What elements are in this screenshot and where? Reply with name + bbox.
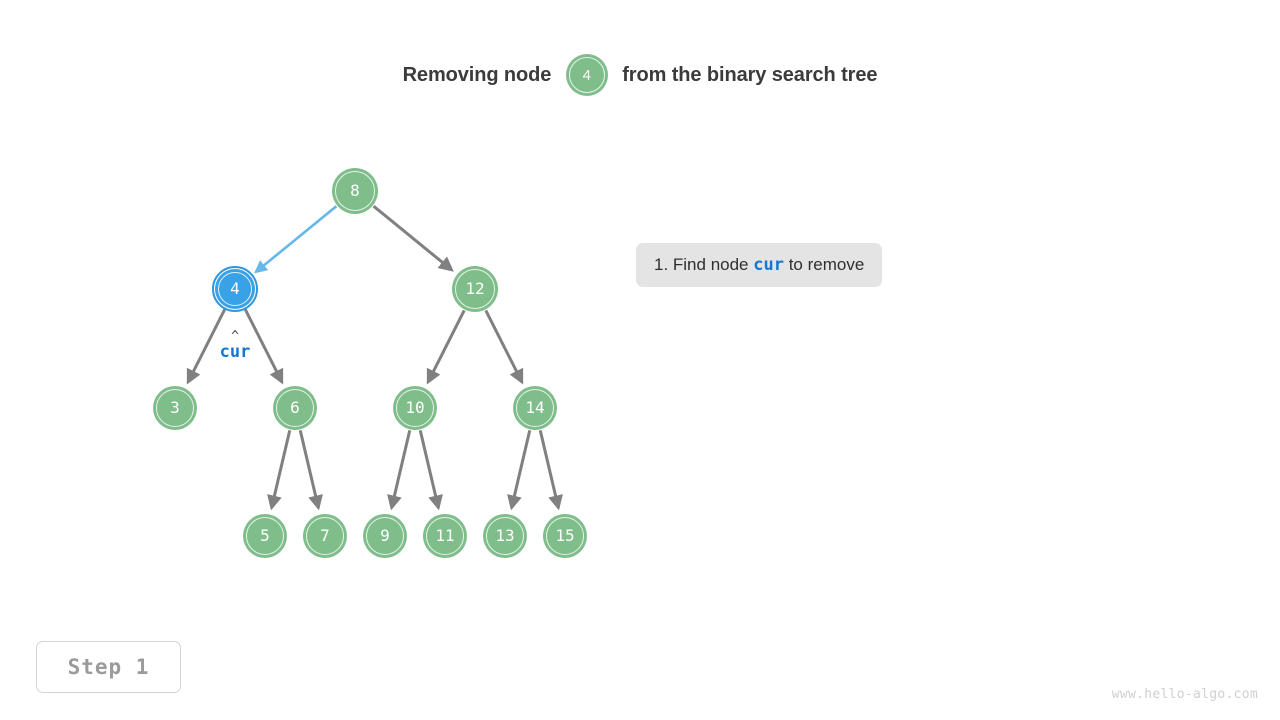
- node-value: 4: [230, 279, 240, 298]
- pointer-label-cur: ^ cur: [205, 330, 265, 361]
- tree-edge: [484, 309, 524, 385]
- node-value: 11: [435, 526, 455, 545]
- node-value: 9: [380, 526, 390, 545]
- title-prefix: Removing node: [402, 63, 557, 86]
- tree-node-7[interactable]: 7: [303, 514, 347, 558]
- page-title: Removing node 4 from the binary search t…: [0, 54, 1280, 96]
- caption-suffix: to remove: [783, 255, 865, 274]
- tree-node-11[interactable]: 11: [423, 514, 467, 558]
- node-value: 6: [290, 398, 300, 417]
- title-suffix: from the binary search tree: [616, 63, 878, 86]
- tree-node-9[interactable]: 9: [363, 514, 407, 558]
- node-value: 12: [465, 279, 485, 298]
- tree-node-4[interactable]: 4: [212, 266, 258, 312]
- tree-edge: [372, 205, 454, 272]
- tree-edge: [298, 430, 323, 511]
- tree-node-14[interactable]: 14: [513, 386, 557, 430]
- title-node-value: 4: [582, 66, 591, 84]
- tree-node-3[interactable]: 3: [153, 386, 197, 430]
- tree-edge: [254, 205, 338, 274]
- node-value: 5: [260, 526, 270, 545]
- tree-edge: [387, 430, 412, 511]
- step-caption: 1. Find node cur to remove: [636, 243, 883, 287]
- caption-prefix: 1. Find node: [654, 255, 754, 274]
- pointer-name: cur: [219, 342, 251, 362]
- node-ring: [218, 272, 252, 306]
- tree-node-8[interactable]: 8: [332, 168, 378, 214]
- pointer-caret-icon: ^: [231, 329, 239, 344]
- tree-edge: [538, 430, 563, 511]
- watermark: www.hello-algo.com: [1111, 687, 1258, 702]
- title-node-badge: 4: [565, 54, 608, 96]
- step-badge: Step 1: [36, 641, 181, 693]
- step-label: Step 1: [67, 655, 150, 679]
- node-value: 15: [555, 526, 575, 545]
- tree-node-12[interactable]: 12: [452, 266, 498, 312]
- node-value: 7: [320, 526, 330, 545]
- node-value: 14: [525, 398, 545, 417]
- tree-edge: [267, 430, 292, 511]
- caption-code-cur: cur: [753, 255, 784, 275]
- tree-node-6[interactable]: 6: [273, 386, 317, 430]
- tree-edge: [186, 307, 227, 385]
- tree-edge: [426, 309, 466, 385]
- tree-node-10[interactable]: 10: [393, 386, 437, 430]
- node-value: 10: [405, 398, 425, 417]
- tree-edge: [418, 430, 443, 511]
- node-value: 8: [350, 181, 360, 200]
- node-value: 13: [495, 526, 515, 545]
- tree-node-5[interactable]: 5: [243, 514, 287, 558]
- tree-node-13[interactable]: 13: [483, 514, 527, 558]
- tree-node-15[interactable]: 15: [543, 514, 587, 558]
- tree-edge: [243, 307, 284, 385]
- tree-edge: [507, 430, 532, 511]
- node-value: 3: [170, 398, 180, 417]
